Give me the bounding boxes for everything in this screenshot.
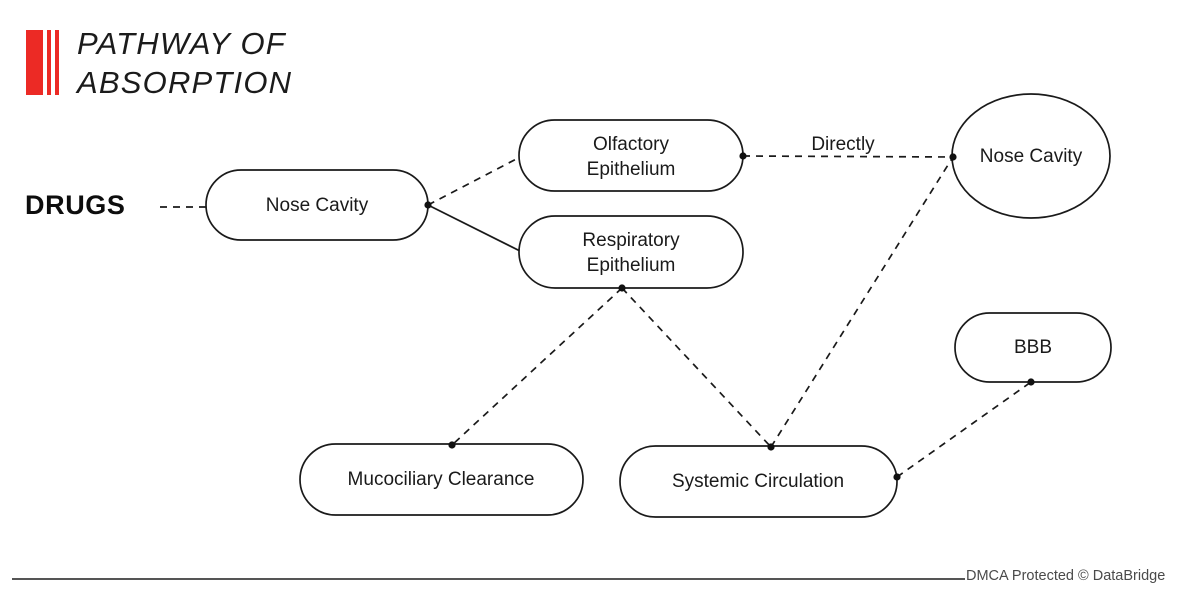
edge-systemic-to-bbb — [896, 381, 1032, 478]
page-title-line-2: ABSORPTION — [77, 65, 293, 100]
edge-nose-cavity-to-respiratory — [427, 204, 523, 253]
connector-dot-nose-cavity-start-right — [424, 201, 432, 209]
node-respiratory-epithelium-shape[interactable] — [518, 215, 744, 289]
edge-olfactory-to-nose-cavity-target — [742, 155, 954, 158]
node-mucociliary-clearance-label: Mucociliary Clearance — [348, 469, 535, 490]
node-olfactory-epithelium-label-line-1: Olfactory — [593, 134, 670, 155]
databridge-bars-logo-icon — [26, 30, 60, 95]
edge-label-directly: Directly — [811, 134, 875, 155]
connector-dot-nose-cavity-target-left — [949, 153, 957, 161]
node-respiratory-epithelium-label-line-2: Epithelium — [587, 255, 676, 276]
page-title-line-1: PATHWAY OF — [77, 26, 286, 61]
footer-credit: DMCA Protected © DataBridge — [966, 568, 1166, 584]
edge-systemic-to-nose-cavity-target — [770, 156, 954, 448]
logo-bar-thin-1 — [47, 30, 51, 95]
node-olfactory-epithelium-label-line-2: Epithelium — [587, 159, 676, 180]
edge-nose-cavity-to-olfactory — [427, 155, 523, 206]
node-nose-cavity-target-label: Nose Cavity — [980, 146, 1083, 167]
node-respiratory-epithelium[interactable]: Respiratory Epithelium — [518, 215, 744, 289]
page-title: PATHWAY OF ABSORPTION — [77, 24, 547, 102]
connector-dot-mucociliary-top — [448, 441, 456, 449]
node-systemic-circulation-shape[interactable] — [619, 445, 898, 518]
node-mucociliary-clearance-shape[interactable] — [299, 443, 584, 516]
connector-dot-systemic-right — [893, 473, 901, 481]
connector-dot-bbb-bottom — [1027, 378, 1035, 386]
node-olfactory-epithelium-shape[interactable] — [518, 119, 744, 192]
node-nose-cavity-start-label: Nose Cavity — [266, 195, 369, 216]
logo-bar-thin-2 — [55, 30, 59, 95]
node-olfactory-epithelium[interactable]: Olfactory Epithelium — [518, 119, 744, 192]
node-nose-cavity-target[interactable]: Nose Cavity — [951, 93, 1111, 219]
node-bbb[interactable]: BBB — [954, 312, 1112, 383]
node-mucociliary-clearance[interactable]: Mucociliary Clearance — [299, 443, 584, 516]
source-label-drugs: DRUGS — [25, 190, 126, 220]
node-systemic-circulation-label: Systemic Circulation — [672, 471, 844, 492]
node-systemic-circulation[interactable]: Systemic Circulation — [619, 445, 898, 518]
logo-bar-thick — [26, 30, 43, 95]
connector-dot-olfactory-right — [739, 152, 747, 160]
footer-divider — [12, 578, 965, 580]
edge-respiratory-to-mucociliary — [451, 287, 623, 446]
edge-respiratory-to-systemic — [621, 287, 772, 448]
node-bbb-label: BBB — [1014, 337, 1052, 358]
connector-dot-systemic-top — [767, 443, 775, 451]
connector-dot-respiratory-bottom — [618, 284, 626, 292]
node-respiratory-epithelium-label-line-1: Respiratory — [582, 230, 680, 251]
node-nose-cavity-start[interactable]: Nose Cavity — [205, 169, 429, 241]
